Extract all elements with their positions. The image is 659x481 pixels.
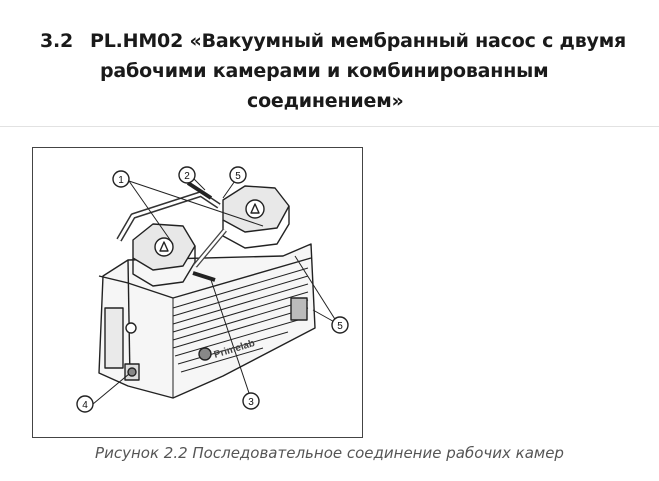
chamber-right-arrow [250, 203, 260, 214]
callout-5-top [229, 166, 247, 184]
section-title-part-2: рабочими камерами и комбинированным [100, 60, 549, 82]
callout-label-5-top: 5 [235, 171, 241, 182]
chamber-left-arrow [159, 241, 169, 252]
callout-label-1: 1 [118, 175, 124, 186]
callout-label-2: 2 [184, 171, 190, 182]
carry-handle-inner [117, 192, 220, 241]
pump-figure: 1 2 5 5 4 3 Primelab [32, 147, 363, 438]
pump-illustration: 1 2 5 5 4 3 Primelab [76, 166, 349, 413]
chamber-left-cap [154, 237, 174, 257]
label-plate [290, 297, 308, 321]
inlet-fitting [186, 181, 213, 200]
chamber-left-side [132, 246, 196, 287]
callout-label-5-right: 5 [337, 321, 343, 332]
side-screw [125, 322, 137, 334]
callout-4 [76, 395, 94, 413]
page-divider [0, 126, 659, 127]
callout-1 [112, 170, 130, 188]
section-title-part-1: PL.HM02 «Вакуумный мембранный насос с дв… [90, 30, 627, 52]
power-socket-pin [127, 367, 137, 377]
pump-body [98, 243, 316, 399]
brand-logo-icon [198, 347, 212, 361]
callout-2 [178, 166, 196, 184]
cooling-fins [172, 267, 309, 398]
outlet-fitting [192, 271, 216, 282]
section-number: 3.2 [40, 30, 74, 52]
section-title-part-3: соединением» [247, 90, 404, 112]
body-top-edge [98, 257, 312, 299]
chamber-right-cap [245, 199, 265, 219]
callout-bubbles [76, 166, 349, 413]
connecting-hose-inner [194, 229, 226, 267]
callout-3 [242, 392, 260, 410]
callout-label-3: 3 [248, 397, 254, 408]
side-panel [104, 307, 124, 369]
figure-caption: Рисунок 2.2 Последовательное соединение … [95, 444, 564, 462]
callout-label-4: 4 [82, 400, 88, 411]
callout-5-right [331, 316, 349, 334]
heading-line-1: 3.2 PL.HM02 «Вакуумный мембранный насос с… [40, 30, 626, 52]
body-edge [127, 259, 131, 381]
